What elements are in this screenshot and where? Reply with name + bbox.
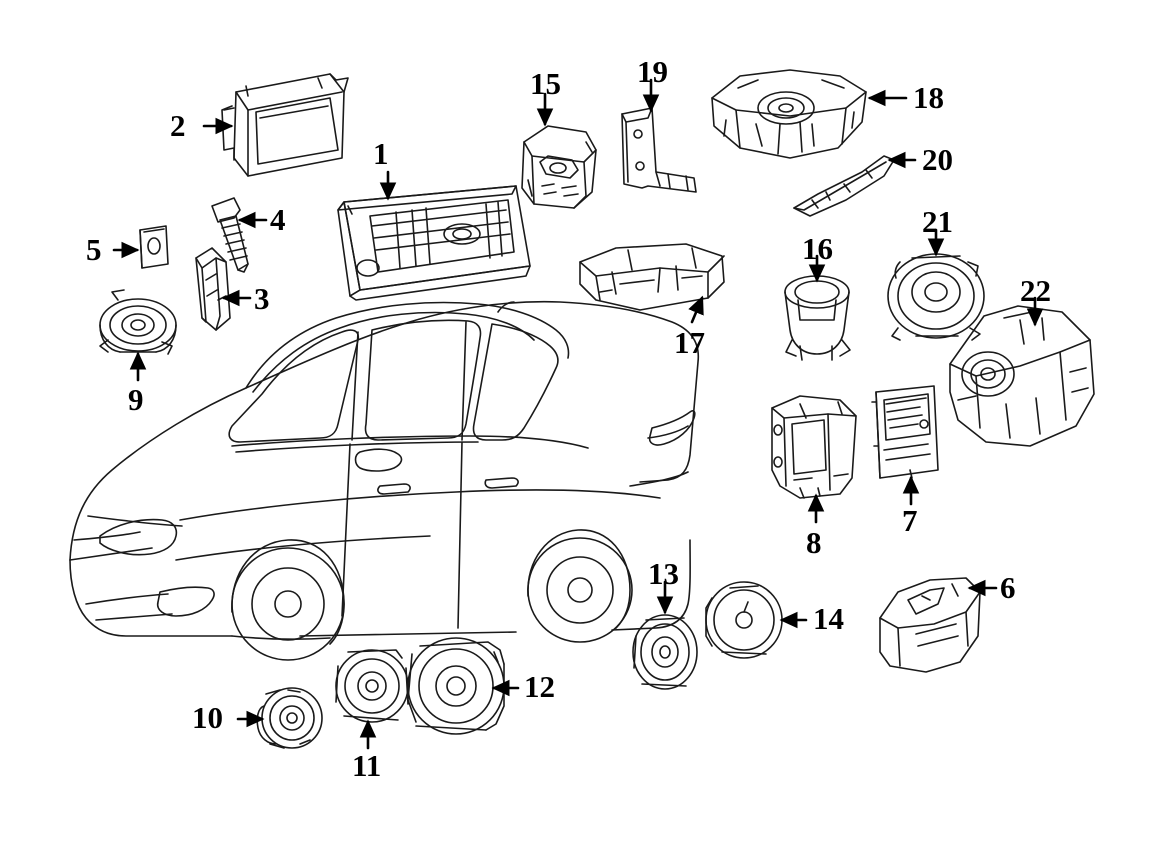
callout-label-22[interactable]: 22 — [1020, 273, 1051, 308]
part-12-woofer — [407, 637, 505, 735]
part-13-small-round-speaker — [632, 614, 698, 690]
callout-arrows — [112, 78, 1044, 750]
part-10-small-speaker — [256, 687, 323, 749]
callout-label-14[interactable]: 14 — [813, 601, 844, 636]
callout-label-13[interactable]: 13 — [648, 556, 679, 591]
part-7-control-module — [871, 385, 939, 479]
callout-label-6[interactable]: 6 — [1000, 570, 1016, 605]
part-9-tweeter — [99, 289, 177, 355]
callout-label-8[interactable]: 8 — [806, 525, 822, 560]
callout-label-18[interactable]: 18 — [913, 80, 944, 115]
part-16-speaker-housing — [784, 275, 851, 361]
part-22-speaker-enclosure — [949, 305, 1095, 447]
callout-label-15[interactable]: 15 — [530, 66, 561, 101]
part-5-small-clip — [139, 225, 169, 269]
part-14-oval-speaker — [705, 581, 783, 659]
part-2-display-unit — [221, 73, 349, 177]
part-17-mounting-frame — [579, 243, 725, 311]
callout-label-1[interactable]: 1 — [373, 136, 389, 171]
callout-label-16[interactable]: 16 — [802, 231, 833, 266]
part-3-bracket-rail — [195, 247, 231, 331]
callout-label-7[interactable]: 7 — [902, 503, 918, 538]
car-illustration — [69, 300, 700, 661]
callout-label-19[interactable]: 19 — [637, 54, 668, 89]
part-15-overhead-console — [521, 125, 597, 209]
callout-label-21[interactable]: 21 — [922, 204, 953, 239]
part-4-bolt — [211, 197, 249, 273]
callout-label-11[interactable]: 11 — [352, 748, 382, 783]
part-20-trim-bracket — [793, 155, 895, 217]
callout-label-9[interactable]: 9 — [128, 382, 144, 417]
part-18-subwoofer — [711, 69, 867, 159]
callout-label-10[interactable]: 10 — [192, 700, 223, 735]
arrow-17 — [688, 295, 704, 324]
part-19-antenna-bracket — [621, 107, 697, 193]
callout-label-3[interactable]: 3 — [254, 281, 270, 316]
part-8-module-bracket — [771, 395, 857, 499]
part-11-mid-speaker — [335, 649, 409, 723]
callout-label-12[interactable]: 12 — [524, 669, 555, 704]
part-1-head-unit — [337, 185, 531, 301]
callout-label-5[interactable]: 5 — [86, 232, 102, 267]
callout-label-4[interactable]: 4 — [270, 202, 286, 237]
part-6-amplifier-cover — [879, 577, 981, 673]
callout-label-17[interactable]: 17 — [674, 325, 705, 360]
callout-label-2[interactable]: 2 — [170, 108, 186, 143]
part-21-speaker-grille — [887, 253, 985, 341]
callout-label-20[interactable]: 20 — [922, 142, 953, 177]
